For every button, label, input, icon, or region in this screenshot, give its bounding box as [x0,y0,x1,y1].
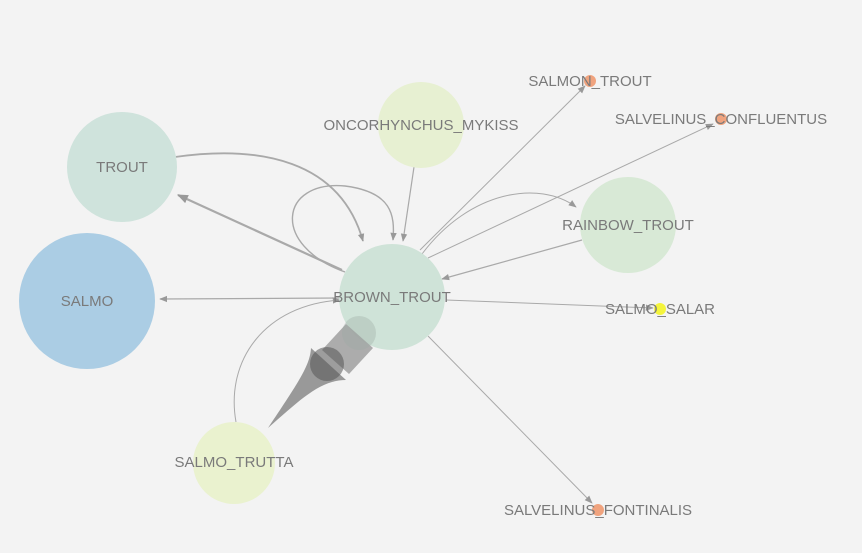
node-label-salmo: SALMO [61,293,114,310]
edge-trout-to-brown-trout [174,152,365,242]
node-layer [19,75,727,516]
node-salmo-salar[interactable] [654,303,666,315]
label-layer: TROUT SALMO ONCORHYNCHUS_MYKISS BROWN_TROUT… [61,73,827,519]
node-salmo[interactable] [19,233,155,369]
edge-brown-trout-to-rainbow-trout [421,192,577,255]
node-salmo-trutta[interactable] [193,422,275,504]
node-salvelinus-fontinalis[interactable] [592,504,604,516]
node-brown-trout[interactable] [339,244,445,350]
node-label-salmon-trout: SALMON_TROUT [528,73,651,90]
edge-rainbow-trout-to-brown-trout [441,239,583,281]
node-label-rainbow-trout: RAINBOW_TROUT [562,217,694,234]
node-label-salvelinus-fontinalis: SALVELINUS_FONTINALIS [504,502,692,519]
node-rainbow-trout[interactable] [580,177,676,273]
node-label-brown-trout: BROWN_TROUT [333,289,451,306]
node-label-trout: TROUT [96,159,148,176]
node-oncorhynchus-mykiss[interactable] [378,82,464,168]
node-salmon-trout[interactable] [584,75,596,87]
node-label-salmo-salar: SALMO_SALAR [605,301,715,318]
edge-brown-trout-to-salmo-salar [445,299,654,311]
edge-brown-trout-to-trout [176,193,343,272]
node-label-salvelinus-confluentus: SALVELINUS_CONFLUENTUS [615,111,827,128]
node-label-salmo-trutta: SALMO_TRUTTA [175,454,294,471]
edge-brown-trout-to-salvelinus-confluentus [427,123,714,259]
node-label-oncorhynchus-mykiss: ONCORHYNCHUS_MYKISS [323,117,518,134]
edge-brown-trout-to-brown-trout [291,185,397,273]
edge-layer [159,85,714,504]
edge-salmo-trutta-to-brown-trout-heavy-cap-dark [310,347,344,381]
node-salvelinus-confluentus[interactable] [715,113,727,125]
edge-salmo-trutta-to-brown-trout-heavy-body [322,324,373,374]
edge-oncorhynchus-mykiss-to-brown-trout [400,166,415,242]
node-trout[interactable] [67,112,177,222]
edge-brown-trout-to-salmon-trout [419,85,586,251]
edge-brown-trout-to-salmo [159,295,341,303]
edge-salmo-trutta-to-brown-trout-heavy-cap [342,316,376,350]
edge-salmo-trutta-to-brown-trout [233,297,341,423]
edge-brown-trout-to-salvelinus-fontinalis [427,335,593,504]
edge-salmo-trutta-to-brown-trout-heavy [268,316,376,428]
overlay-layer [268,316,376,428]
